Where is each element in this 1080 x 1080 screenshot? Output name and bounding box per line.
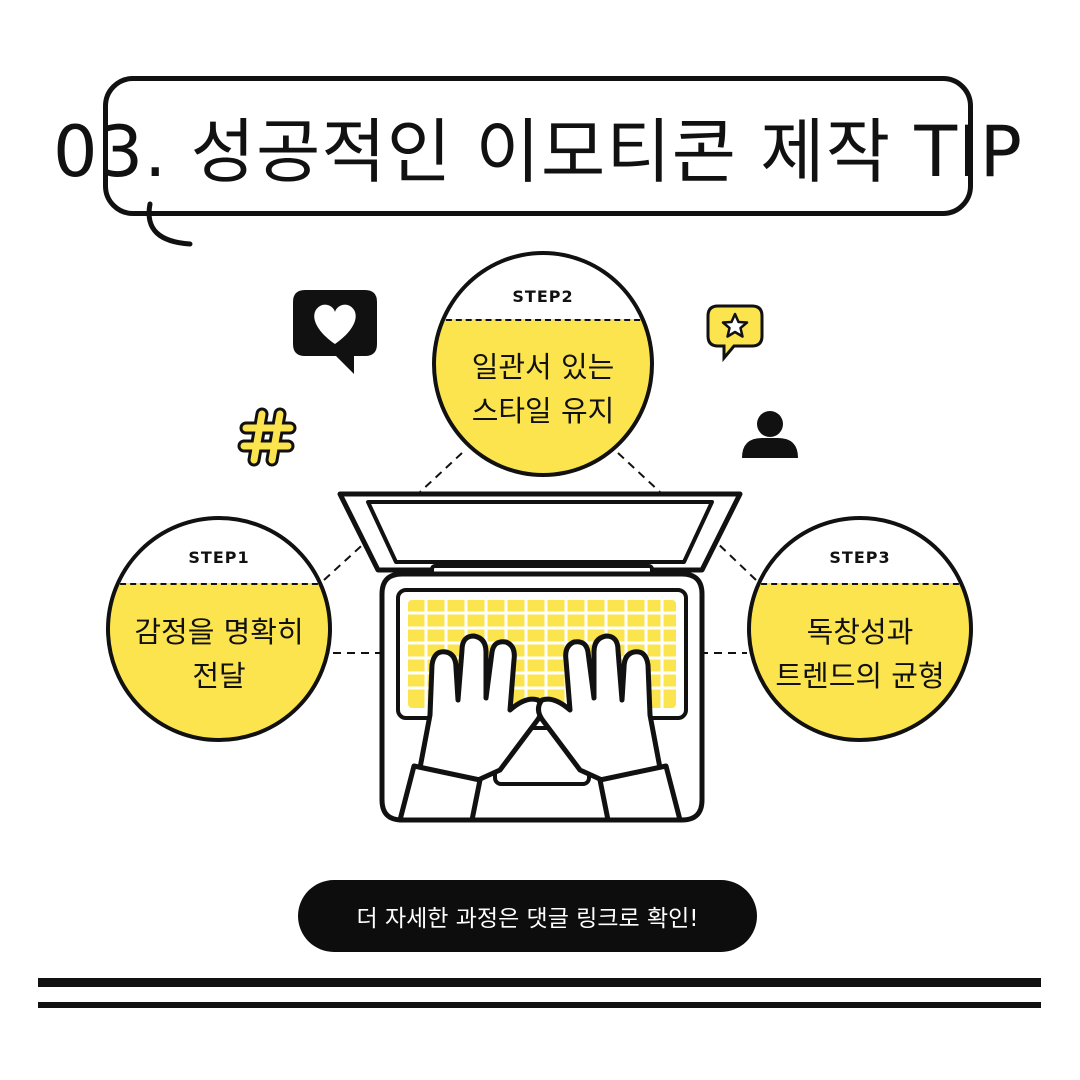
speech-bubble-tail [146,201,193,247]
hashtag-icon [237,407,297,467]
step1-divider [110,583,328,585]
step3-divider [751,583,969,585]
bottom-rule-thick [38,978,1041,987]
comment-link-banner: 더 자세한 과정은 댓글 링크로 확인! [298,880,757,952]
step1-circle: STEP1 감정을 명확히 전달 [106,516,332,742]
laptop-illustration [337,491,743,823]
user-icon [742,411,798,458]
heart-chat-icon [293,290,377,374]
step1-label: STEP1 [188,548,250,567]
bottom-rule-thin [38,1002,1041,1008]
step2-label: STEP2 [512,287,574,306]
step3-label: STEP3 [829,548,891,567]
dashed-connectors [323,452,757,654]
step3-circle: STEP3 독창성과 트렌드의 균형 [747,516,973,742]
step2-text: 일관서 있는 스타일 유지 [471,350,615,428]
step1-text: 감정을 명확히 전달 [134,615,304,693]
step3-text: 독창성과 트렌드의 균형 [775,615,945,693]
comment-link-text: 더 자세한 과정은 댓글 링크로 확인! [356,906,699,932]
step2-divider [436,319,650,321]
page-title: 03. 성공적인 이모티콘 제작 TIP [53,110,1023,193]
typing-hands-illustration [397,633,683,823]
step2-circle: STEP2 일관서 있는 스타일 유지 [432,251,654,477]
title-bubble: 03. 성공적인 이모티콘 제작 TIP [53,76,1022,216]
star-chat-icon [706,304,764,363]
